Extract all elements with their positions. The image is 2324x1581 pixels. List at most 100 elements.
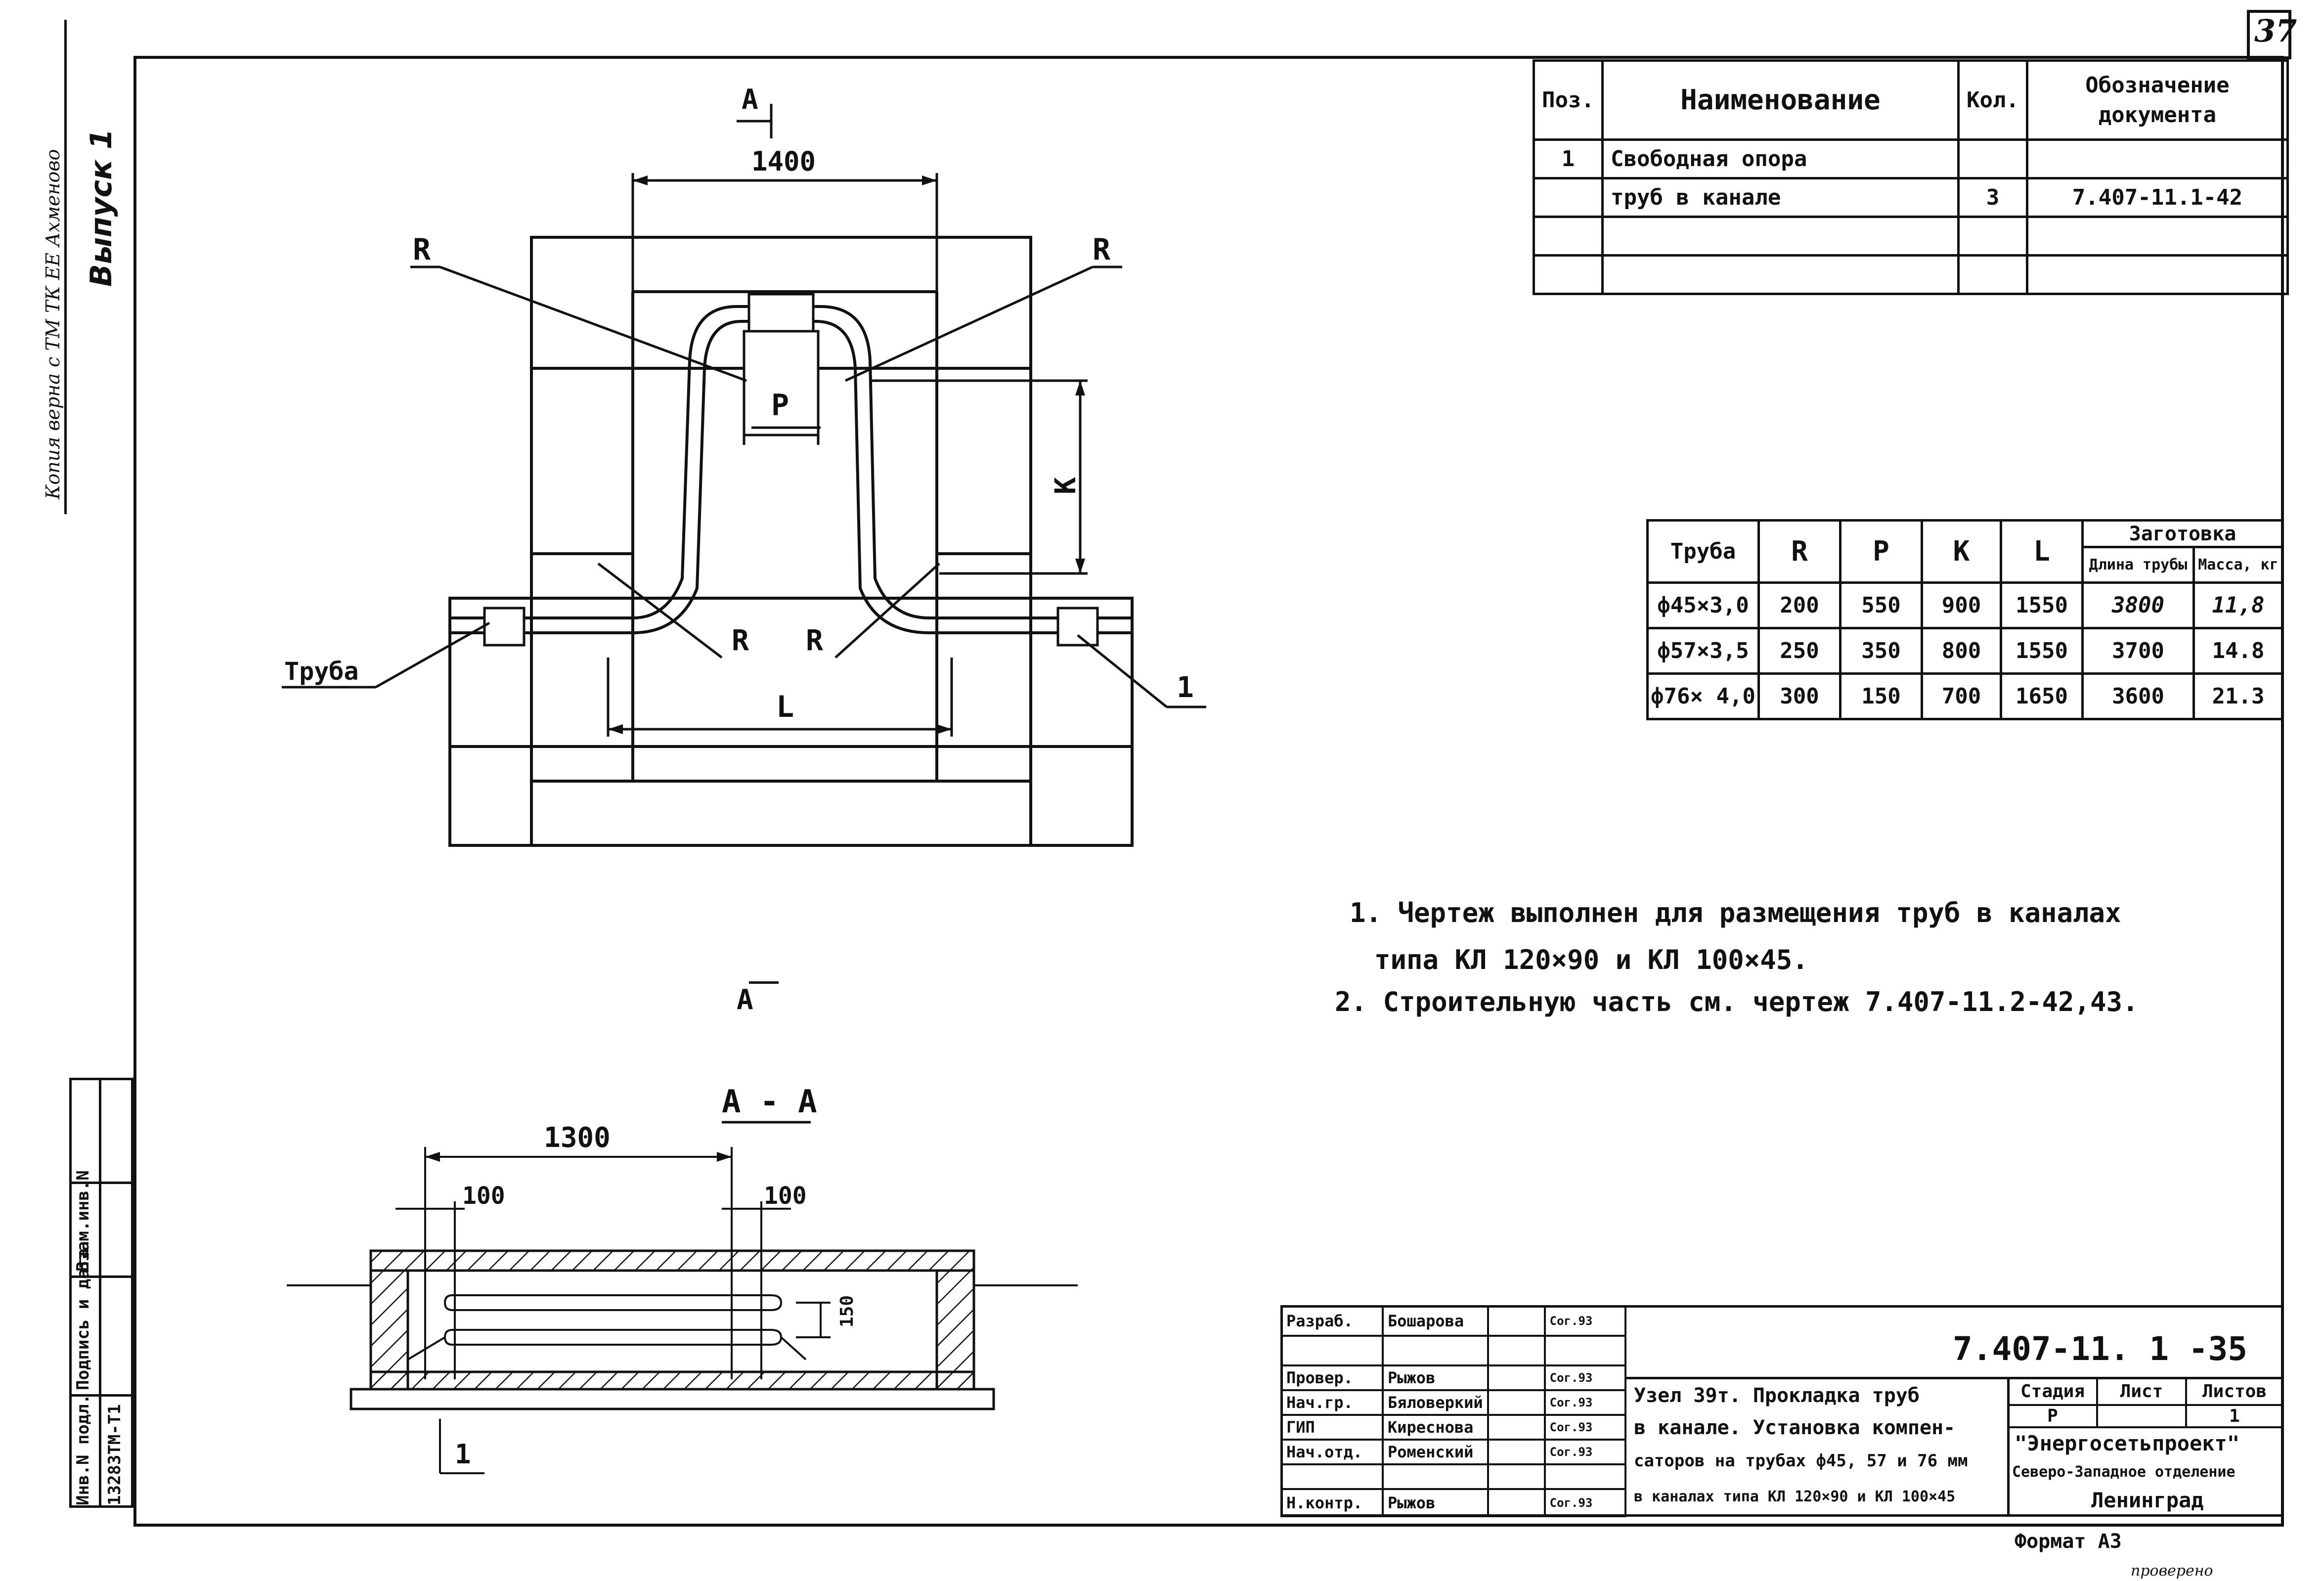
stamp-role-row — [1280, 1335, 1627, 1366]
stamp-code: 7.407-11. 1 -35 — [1953, 1330, 2248, 1368]
spec-row: труб в канале 3 7.407-11.1-42 — [1533, 177, 2289, 218]
page-number: 37 — [2254, 13, 2297, 49]
dims-cell: 550 — [1839, 581, 1923, 629]
stamp-stage-header: Листов — [2185, 1377, 2284, 1406]
stamp-cell: Нач.гр. — [1280, 1389, 1384, 1416]
note-line-1: 1. Чертеж выполнен для размещения труб в… — [1350, 897, 2121, 928]
spec-cell — [1957, 254, 2028, 295]
stamp-cell: Роменский — [1382, 1439, 1489, 1465]
stamp-signature — [1487, 1414, 1546, 1441]
dims-header-blank: Заготовка — [2081, 519, 2284, 548]
stamp-org-2: Северо-Западное отделение — [2012, 1463, 2236, 1481]
dims-row: ф57×3,5 250 350 800 1550 3700 14.8 — [1646, 627, 2284, 675]
section-dim-150: 150 — [837, 1295, 857, 1327]
dims-cell: 900 — [1921, 581, 2002, 629]
spec-cell — [1533, 177, 1604, 218]
dims-cell: 800 — [1921, 627, 2002, 675]
dimensions-table: Труба R P K L Заготовка Длина трубы Масс… — [1646, 519, 2284, 720]
spec-header-name: Наименование — [1601, 59, 1960, 141]
spec-row: 1 Свободная опора — [1533, 138, 2289, 179]
left-stamp-line-3 — [69, 1394, 133, 1397]
format-label: Формат А3 — [2015, 1530, 2122, 1553]
plan-r-lower-left: R — [732, 623, 749, 657]
drawing-frame — [133, 56, 2284, 1527]
stamp-cell: Сог.93 — [1543, 1305, 1627, 1337]
stamp-role-row — [1280, 1463, 1627, 1490]
stamp-role-row: Нач.гр. Бяловеркий Сог.93 — [1280, 1389, 1627, 1416]
dims-header-k: K — [1921, 519, 2002, 584]
dims-cell: 300 — [1757, 672, 1842, 720]
note-line-3: 2. Строительную часть см. чертеж 7.407-1… — [1335, 986, 2139, 1017]
stamp-code-divider — [1626, 1377, 2284, 1379]
stamp-signature — [1487, 1439, 1546, 1465]
stamp-signature — [1487, 1305, 1546, 1337]
stamp-signature — [1487, 1364, 1546, 1391]
spec-cell — [1601, 216, 1960, 257]
dims-header-length: Длина трубы — [2081, 546, 2195, 584]
stamp-stage-value: 1 — [2185, 1404, 2284, 1428]
stamp-cell: Сог.93 — [1543, 1414, 1627, 1441]
spec-cell — [1601, 254, 1960, 295]
spec-cell — [2025, 254, 2289, 295]
stamp-title-3: саторов на трубах ф45, 57 и 76 мм — [1634, 1451, 1968, 1471]
dims-cell: 14.8 — [2192, 627, 2284, 675]
stamp-empty — [1543, 1335, 1627, 1366]
margin-line — [64, 20, 67, 514]
stamp-title-2: в канале. Установка компен- — [1634, 1416, 1956, 1439]
copy-note: Копия верна с ТМ ТК ЕЕ Ахменово — [42, 149, 64, 499]
spec-cell: труб в канале — [1601, 177, 1960, 218]
stamp-cell: Нач.отд. — [1280, 1439, 1384, 1465]
plan-pos-1: 1 — [1177, 670, 1194, 704]
dims-cell: 350 — [1839, 627, 1923, 675]
dims-cell: 3700 — [2081, 627, 2195, 675]
left-stamp-line-1 — [69, 1182, 133, 1184]
dims-cell: 3600 — [2081, 672, 2195, 720]
spec-header-doc-text: Обозначение документа — [2085, 72, 2230, 128]
dims-cell: 150 — [1839, 672, 1923, 720]
dims-cell: 1550 — [2000, 627, 2084, 675]
spec-cell — [1957, 216, 2028, 257]
stamp-cell: Сог.93 — [1543, 1389, 1627, 1416]
plan-drawing: 1400 А R R P K R R L Труба 1 — [282, 84, 1206, 847]
dims-row: ф45×3,0 200 550 900 1550 3800 11,8 — [1646, 581, 2284, 629]
plan-r-left: R — [413, 232, 431, 267]
plan-r-lower-right: R — [806, 623, 823, 657]
stamp-cell: Рыжов — [1382, 1488, 1489, 1517]
spec-cell — [1533, 254, 1604, 295]
stamp-roles: Разраб. Бошарова Сог.93 Провер. Рыжов Со… — [1280, 1305, 1627, 1517]
dims-cell: 250 — [1757, 627, 1842, 675]
note-line-2: типа КЛ 120×90 и КЛ 100×45. — [1374, 944, 1808, 975]
stamp-org-3: Ленинград — [2091, 1488, 2204, 1512]
plan-section-mark-top: А — [742, 84, 758, 116]
spec-row — [1533, 216, 2289, 257]
dims-cell: 1650 — [2000, 672, 2084, 720]
stamp-empty — [1487, 1335, 1546, 1366]
section-mark-bottom: А — [737, 984, 753, 1016]
stamp-stage-value — [2096, 1404, 2187, 1428]
stamp-signature — [1487, 1389, 1546, 1416]
spec-header-qty: Кол. — [1957, 59, 2028, 141]
plan-k: K — [1049, 477, 1082, 494]
left-stamp-inv-value: 13283ТМ-Т1 — [105, 1404, 125, 1505]
dims-header-pipe: Труба — [1646, 519, 1760, 584]
stamp-empty — [1280, 1463, 1384, 1490]
section-mark-bottom-tick — [749, 981, 779, 984]
stamp-cell: Сог.93 — [1543, 1488, 1627, 1517]
dims-cell: 11,8 — [2192, 581, 2284, 629]
stamp-stage-header: Стадия — [2007, 1377, 2098, 1406]
dims-cell: ф45×3,0 — [1646, 581, 1760, 629]
issue-label: Выпуск 1 — [84, 129, 119, 287]
stamp-cell: Сог.93 — [1543, 1439, 1627, 1465]
section-dim-1300: 1300 — [544, 1122, 611, 1154]
corner-mark: проверено — [2131, 1562, 2213, 1580]
dims-cell: 1550 — [2000, 581, 2084, 629]
spec-cell: 3 — [1957, 177, 2028, 218]
spec-cell: 1 — [1533, 138, 1604, 179]
spec-cell — [1957, 138, 2028, 179]
left-stamp-inv: Инв.N подл. — [73, 1394, 93, 1505]
dims-cell: 21.3 — [2192, 672, 2284, 720]
plan-r-right: R — [1093, 232, 1111, 267]
stamp-empty — [1487, 1463, 1546, 1490]
dims-header-p: P — [1839, 519, 1923, 584]
stamp-role-row: Разраб. Бошарова Сог.93 — [1280, 1305, 1627, 1337]
